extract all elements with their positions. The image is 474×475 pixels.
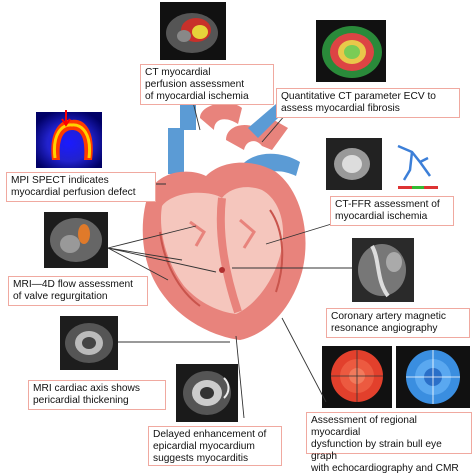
label-ct-ecv: Quantitative CT parameter ECV to assess …	[276, 88, 460, 118]
label-strain-bullseye: Assessment of regional myocardial dysfun…	[306, 412, 472, 474]
ct-ffr-image	[326, 138, 438, 190]
ct-ecv-image	[316, 20, 386, 82]
label-mri-4d-flow: MRI—4D flow assessment of valve regurgit…	[8, 276, 148, 306]
strain-bullseye-images	[322, 346, 470, 408]
heart-illustration	[142, 96, 306, 340]
delayed-enhancement-image	[176, 364, 238, 422]
coronary-mra-image	[352, 238, 414, 302]
mpi-spect-image	[36, 110, 102, 168]
label-ct-ffr: CT-FFR assessment of myocardial ischemia	[330, 196, 454, 226]
label-mri-cardiac-axis: MRI cardiac axis shows pericardial thick…	[28, 380, 166, 410]
label-ct-perfusion: CT myocardial perfusion assessment of my…	[140, 64, 274, 105]
label-coronary-mra: Coronary artery magnetic resonance angio…	[326, 308, 470, 338]
label-delayed-enhancement: Delayed enhancement of epicardial myocar…	[148, 426, 282, 466]
mri-cardiac-axis-image	[60, 316, 118, 370]
ct-perfusion-image	[160, 2, 226, 60]
label-mpi-spect: MPI SPECT indicates myocardial perfusion…	[6, 172, 156, 202]
mri-4d-flow-image	[44, 212, 108, 268]
